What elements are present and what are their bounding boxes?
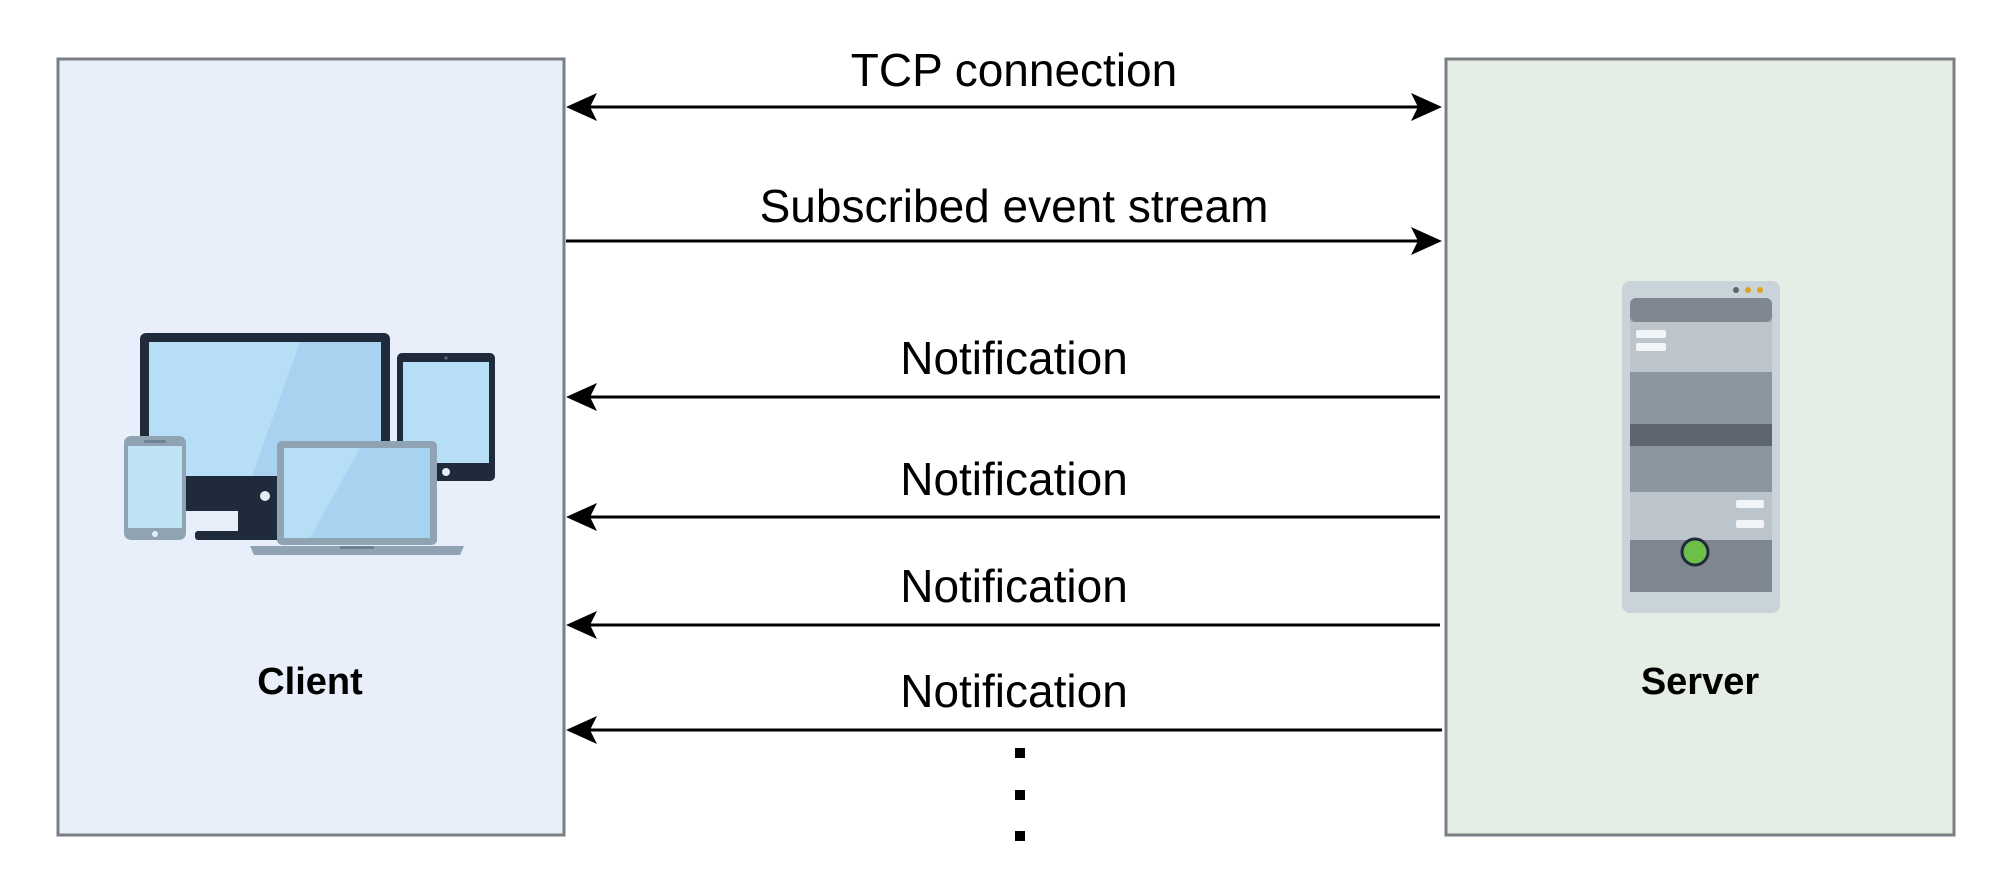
- edge-notification: Notification: [566, 453, 1440, 531]
- client-node: Client: [56, 57, 566, 837]
- phone-icon: [124, 436, 186, 540]
- server-icon: [1622, 281, 1780, 613]
- power-led-icon: [1680, 537, 1710, 567]
- edge-tcp-connection: TCP connection: [566, 44, 1442, 121]
- notification-arrowhead: [566, 503, 597, 531]
- notification-arrowhead: [566, 611, 597, 639]
- server-label: Server: [1641, 661, 1760, 703]
- event-stream-label: Subscribed event stream: [760, 180, 1269, 232]
- edge-subscribed-event-stream: Subscribed event stream: [566, 180, 1442, 255]
- laptop-icon: [250, 441, 464, 555]
- notification-arrowhead: [566, 383, 597, 411]
- event-stream-arrowhead: [1411, 227, 1442, 255]
- notification-label: Notification: [900, 332, 1128, 384]
- edge-notification: Notification: [566, 665, 1442, 744]
- edges: TCP connection Subscribed event stream N…: [566, 44, 1442, 841]
- tcp-connection-right-arrowhead: [1411, 93, 1442, 121]
- notification-label: Notification: [900, 560, 1128, 612]
- devices-icon: [124, 333, 495, 555]
- edge-notification: Notification: [566, 560, 1440, 639]
- notification-arrowhead: [566, 716, 597, 744]
- client-label: Client: [257, 661, 363, 703]
- tcp-connection-label: TCP connection: [851, 44, 1177, 96]
- tcp-connection-left-arrowhead: [566, 93, 597, 121]
- notification-label: Notification: [900, 665, 1128, 717]
- vertical-ellipsis-icon: [1015, 748, 1025, 841]
- server-node: Server: [1444, 57, 1956, 837]
- notification-label: Notification: [900, 453, 1128, 505]
- edge-notification: Notification: [566, 332, 1440, 411]
